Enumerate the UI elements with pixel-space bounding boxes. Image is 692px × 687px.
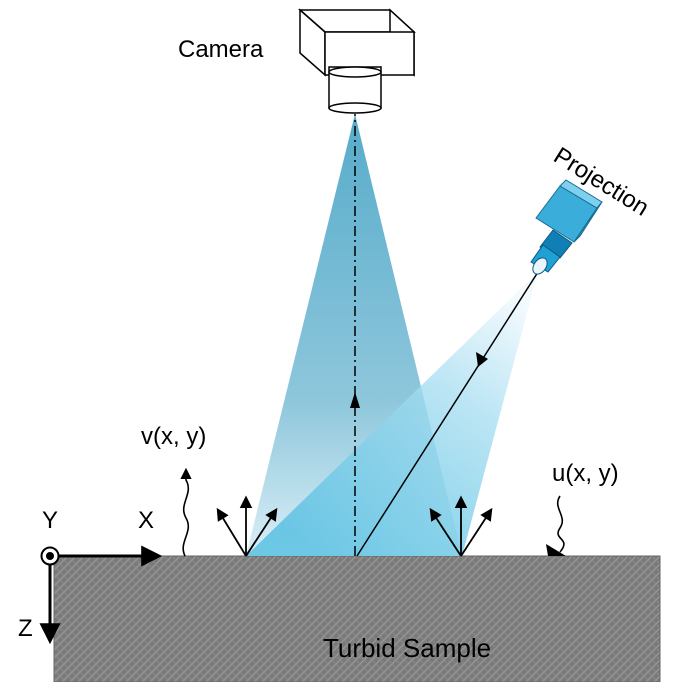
projector-icon: [530, 179, 603, 275]
camera-label: Camera: [178, 36, 264, 63]
camera-icon: [298, 8, 416, 114]
coordinate-axes: [39, 545, 163, 645]
axis-z-label: Z: [18, 615, 33, 642]
u-wave-arrow: [556, 495, 565, 553]
u-label: u(x, y): [552, 460, 619, 487]
u-wave-arrowhead: [546, 544, 566, 556]
axis-y-label: Y: [42, 507, 58, 534]
turbid-sample-block: [53, 555, 661, 683]
projection-ray: [356, 271, 539, 557]
v-wave-arrow: [180, 467, 192, 557]
axis-x-label: X: [138, 507, 154, 534]
projection-ray-arrowhead: [476, 352, 488, 367]
camera-axis-arrowhead: [350, 392, 360, 408]
reflection-arrows-left: [216, 495, 278, 557]
v-label: v(x, y): [141, 423, 206, 450]
reflection-arrows-right: [429, 495, 493, 557]
turbid-sample-label: Turbid Sample: [323, 633, 491, 663]
projection-beam: [246, 272, 538, 556]
